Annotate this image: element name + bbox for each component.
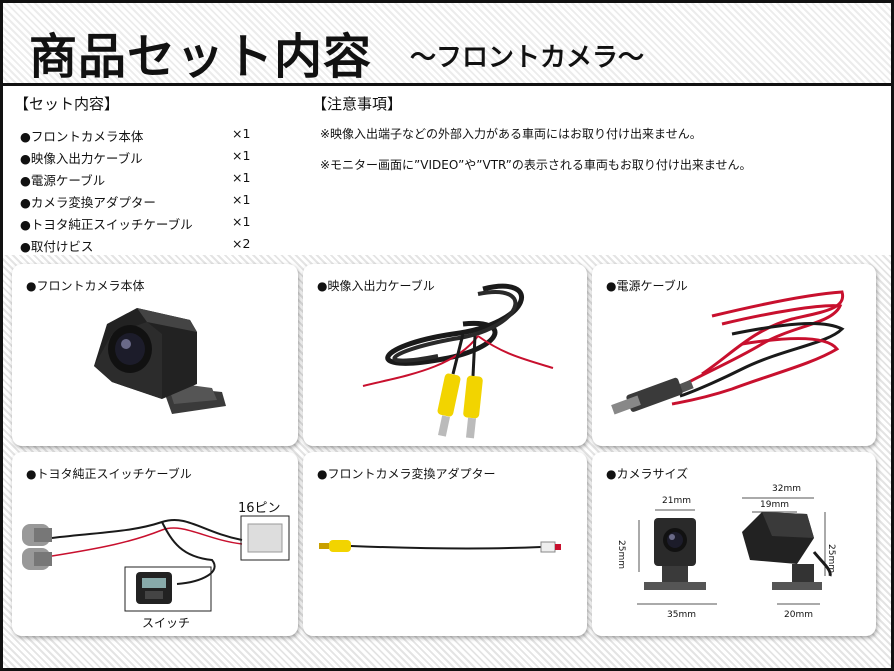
- list-item: ●取付けビス: [20, 239, 94, 254]
- pin-label: 16ピン: [238, 501, 281, 516]
- list-item: ●電源ケーブル: [20, 173, 106, 188]
- list-item-qty: ×1: [232, 126, 251, 141]
- card-camera-size: ●カメラサイズ 21mm 25mm 35mm 32mm 19mm 25mm 20…: [592, 452, 876, 636]
- video-cable-image: [362, 283, 554, 439]
- adapter-image: [319, 540, 561, 553]
- note-line: ※モニター画面に”VIDEO”や”VTR”の表示される車両もお取り付け出来ません…: [320, 158, 752, 172]
- list-item-qty: ×1: [232, 148, 251, 163]
- dimension-side-inner: 19mm: [760, 500, 789, 510]
- list-item-qty: ×1: [232, 192, 251, 207]
- header-banner: 商品セット内容 〜フロントカメラ〜: [3, 3, 891, 85]
- card-label: ●カメラサイズ: [606, 467, 689, 481]
- card-switch-cable: ●トヨタ純正スイッチケーブル 16ピン スイッチ: [12, 452, 298, 636]
- card-label: ●映像入出力ケーブル: [317, 279, 435, 293]
- list-item-qty: ×1: [232, 170, 251, 185]
- page-subtitle: 〜フロントカメラ〜: [410, 43, 645, 73]
- dimension-base-width: 35mm: [667, 610, 696, 620]
- list-item-qty: ×2: [232, 236, 251, 251]
- card-adapter: ●フロントカメラ変換アダプター: [303, 452, 587, 636]
- camera-image: [94, 308, 226, 414]
- power-cable-image: [611, 290, 845, 415]
- page-title: 商品セット内容: [29, 29, 373, 85]
- switch-label: スイッチ: [142, 616, 191, 630]
- card-label: ●トヨタ純正スイッチケーブル: [26, 467, 192, 481]
- list-item: ●映像入出力ケーブル: [20, 151, 143, 166]
- list-item: ●フロントカメラ本体: [20, 129, 144, 144]
- card-camera: ●フロントカメラ本体: [12, 264, 298, 446]
- card-video-cable: ●映像入出力ケーブル: [303, 264, 587, 446]
- card-power-cable: ●電源ケーブル: [592, 264, 876, 446]
- camera-size-diagram: [637, 497, 832, 605]
- list-item-qty: ×1: [232, 214, 251, 229]
- list-item: ●カメラ変換アダプター: [20, 195, 156, 210]
- dimension-front-width: 21mm: [662, 496, 691, 506]
- dimension-side-base: 20mm: [784, 610, 813, 620]
- list-item: ●トヨタ純正スイッチケーブル: [20, 217, 193, 232]
- header-divider: [3, 83, 891, 86]
- card-label: ●電源ケーブル: [606, 279, 688, 293]
- notes-heading: 【注意事項】: [312, 95, 403, 113]
- set-contents-heading: 【セット内容】: [14, 95, 120, 113]
- dimension-side-width: 32mm: [772, 484, 801, 494]
- card-label: ●フロントカメラ変換アダプター: [317, 467, 496, 481]
- switch-cable-image: [22, 515, 290, 612]
- note-line: ※映像入出端子などの外部入力がある車両にはお取り付け出来ません。: [320, 127, 702, 141]
- card-label: ●フロントカメラ本体: [26, 279, 145, 293]
